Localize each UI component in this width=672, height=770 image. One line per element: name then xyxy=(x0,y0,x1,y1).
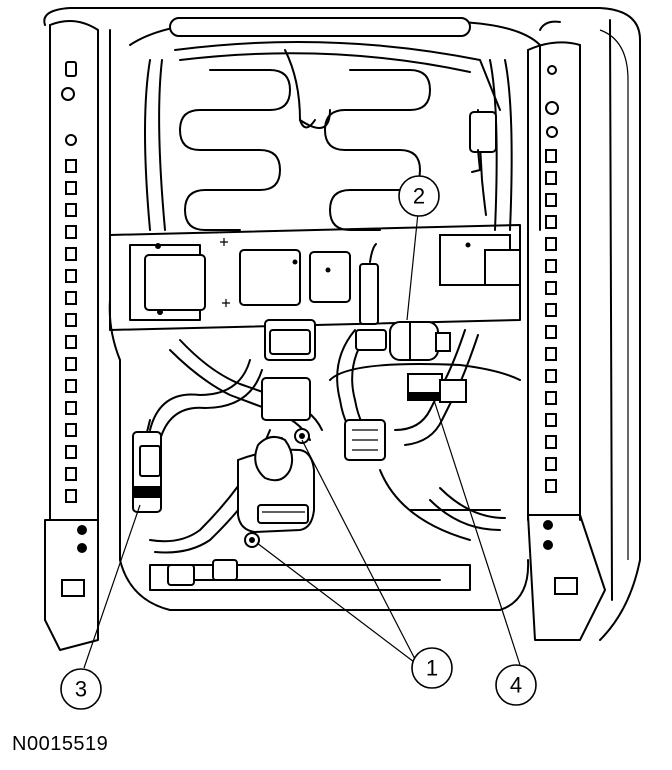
callout-3-label: 3 xyxy=(75,677,87,702)
callout-4-label: 4 xyxy=(510,673,522,698)
lower-seat-pan xyxy=(119,359,530,611)
callout-2: 2 xyxy=(398,175,440,217)
wiring-harness xyxy=(149,109,506,554)
callout-leaders xyxy=(83,212,521,669)
callout-1: 1 xyxy=(411,647,453,689)
component-2-actuator xyxy=(389,321,451,361)
callout-1-label: 1 xyxy=(426,656,438,681)
upper-wire-loops xyxy=(144,41,513,231)
left-side-rail xyxy=(44,20,99,651)
right-side-rail xyxy=(527,41,606,641)
component-4-connector xyxy=(407,373,467,403)
callout-4: 4 xyxy=(495,664,537,706)
callout-2-label: 2 xyxy=(413,184,425,209)
sinuous-springs xyxy=(179,69,431,231)
component-1-module xyxy=(167,428,315,586)
figure-id-label: N0015519 xyxy=(12,733,109,755)
top-support-rod xyxy=(169,17,471,37)
component-3-connector xyxy=(132,419,162,513)
cross-member-bracket xyxy=(109,224,521,331)
callout-3: 3 xyxy=(60,668,102,710)
